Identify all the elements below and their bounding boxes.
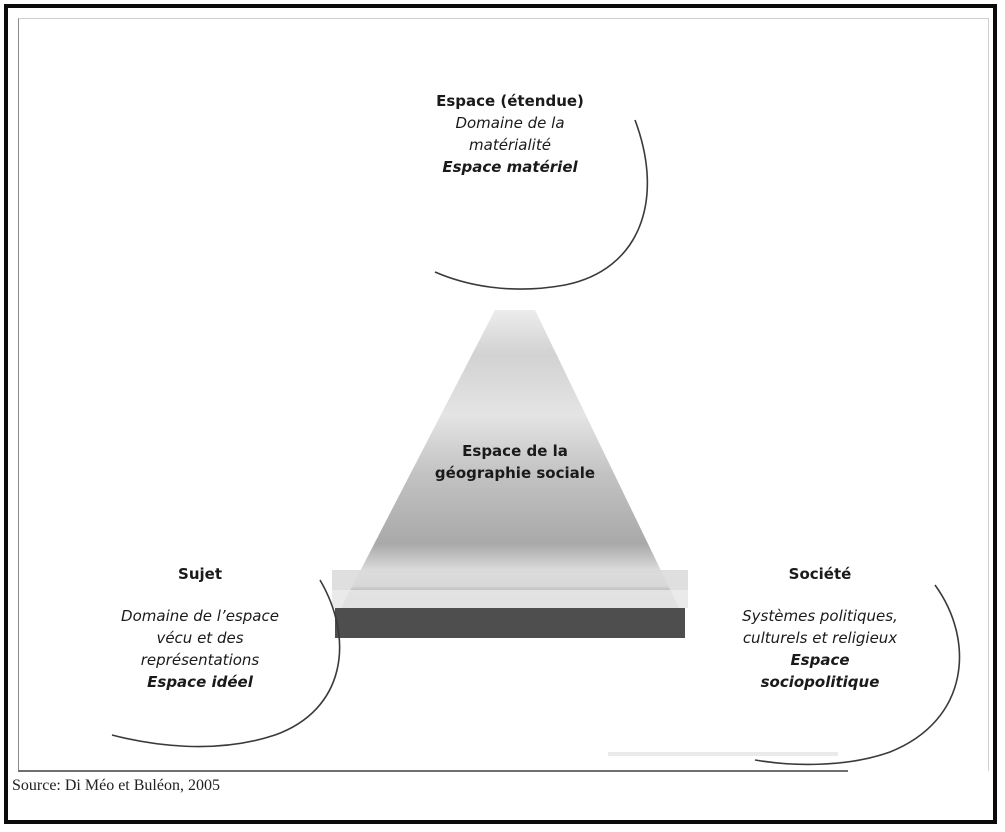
right-node-title: Société (788, 565, 852, 583)
right-circle-arc (754, 584, 961, 766)
pyramid-stripe-2 (332, 590, 688, 608)
top-circle-arc (434, 119, 649, 290)
left-node-title: Sujet (178, 565, 222, 583)
center-node-label: Espace de la géographie sociale (410, 440, 620, 484)
diagram-bottom-rule (18, 770, 848, 772)
diagram-border (18, 18, 989, 771)
top-node-label: Espace (étendue) Domaine de la matériali… (380, 90, 640, 178)
left-node-line3: représentations (140, 651, 260, 669)
right-node-emphasis1: Espace (790, 651, 850, 669)
source-caption: Source: Di Méo et Buléon, 2005 (12, 777, 220, 794)
left-node-line1: Domaine de l’espace (121, 607, 279, 625)
top-node-line2: matérialité (469, 136, 551, 154)
left-node-line2: vécu et des (156, 629, 244, 647)
top-node-title: Espace (étendue) (436, 92, 584, 110)
pyramid-shape (340, 310, 680, 610)
right-node-line1: Systèmes politiques, (742, 607, 898, 625)
top-node-emphasis: Espace matériel (442, 158, 578, 176)
left-node-emphasis: Espace idéel (147, 673, 253, 691)
right-node-line2: culturels et religieux (742, 629, 898, 647)
faint-rule (608, 752, 838, 756)
right-node-label: Société Systèmes politiques, culturels e… (705, 563, 935, 693)
left-node-label: Sujet Domaine de l’espace vécu et des re… (80, 563, 320, 693)
left-circle-arc (111, 579, 341, 748)
center-node-line1: Espace de la (462, 442, 568, 460)
pyramid-base (335, 608, 685, 638)
top-node-line1: Domaine de la (455, 114, 565, 132)
center-node-line2: géographie sociale (434, 464, 596, 482)
right-node-emphasis2: sociopolitique (760, 673, 880, 691)
